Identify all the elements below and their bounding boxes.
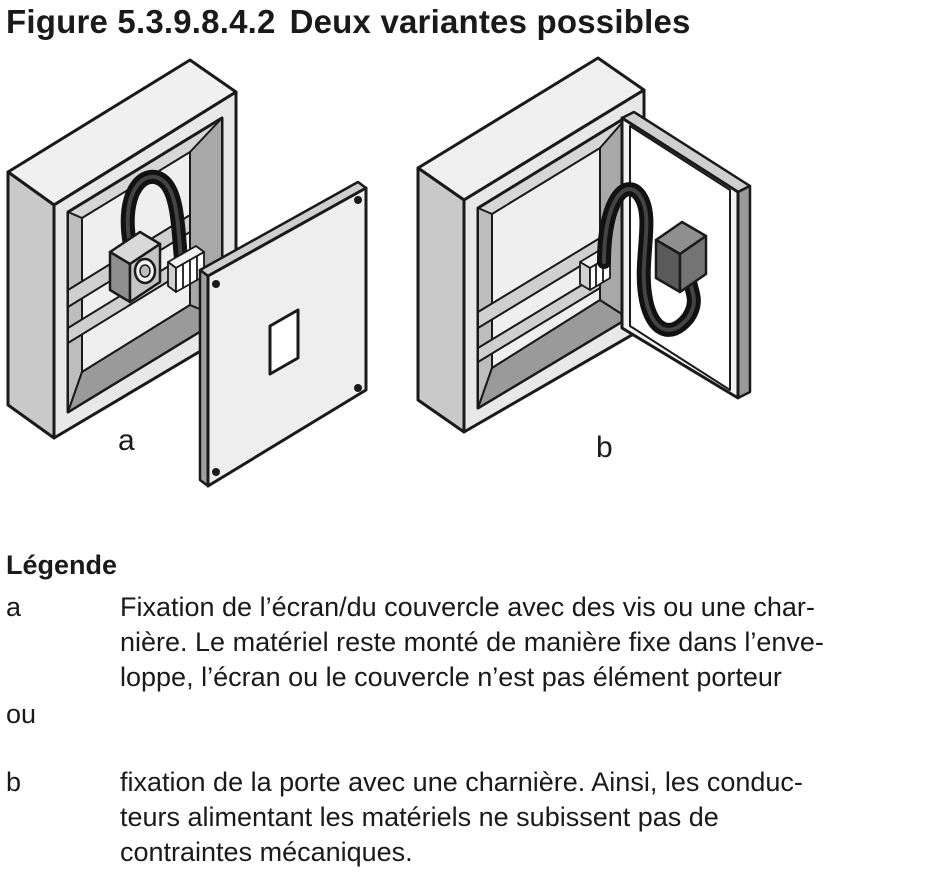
figure-title: Figure 5.3.9.8.4.2 Deux variantes possibl…: [6, 2, 691, 42]
device-a: [108, 230, 162, 304]
cover-a: [198, 180, 368, 488]
figure-caption: Deux variantes possibles: [289, 3, 691, 40]
legend-entry-a: a Fixation de l’écran/du couvercle avec …: [6, 590, 941, 700]
legend-key-b: b: [6, 767, 22, 797]
label-b: b: [596, 431, 613, 464]
enclosure-b: [416, 56, 646, 434]
legend-line: contraintes mécaniques.: [120, 837, 413, 867]
figure-number: Figure 5.3.9.8.4.2: [6, 3, 276, 40]
legend-key-a: a: [6, 592, 22, 622]
legend-text-b: fixation de la porte avec une charnière.…: [120, 765, 942, 870]
label-a: a: [118, 424, 135, 457]
legend-line: loppe, l’écran ou le couvercle n’est pas…: [120, 662, 782, 692]
legend-entry-b: b fixation de la porte avec une charnièr…: [6, 765, 941, 875]
terminal-block-a: [167, 245, 205, 293]
legend-line: nière. Le matériel reste monté de manièr…: [120, 627, 824, 657]
legend-text-a: Fixation de l’écran/du couvercle avec de…: [120, 590, 942, 695]
legend-line: fixation de la porte avec une charnière.…: [120, 767, 803, 797]
legend-line: teurs alimentant les matériels ne subiss…: [120, 802, 719, 832]
legend-line: Fixation de l’écran/du couvercle avec de…: [120, 592, 815, 622]
legend-heading: Légende: [6, 550, 118, 580]
figure-illustration: a b: [6, 56, 752, 488]
device-b: [654, 220, 708, 294]
legend-separator: ou: [6, 699, 37, 729]
